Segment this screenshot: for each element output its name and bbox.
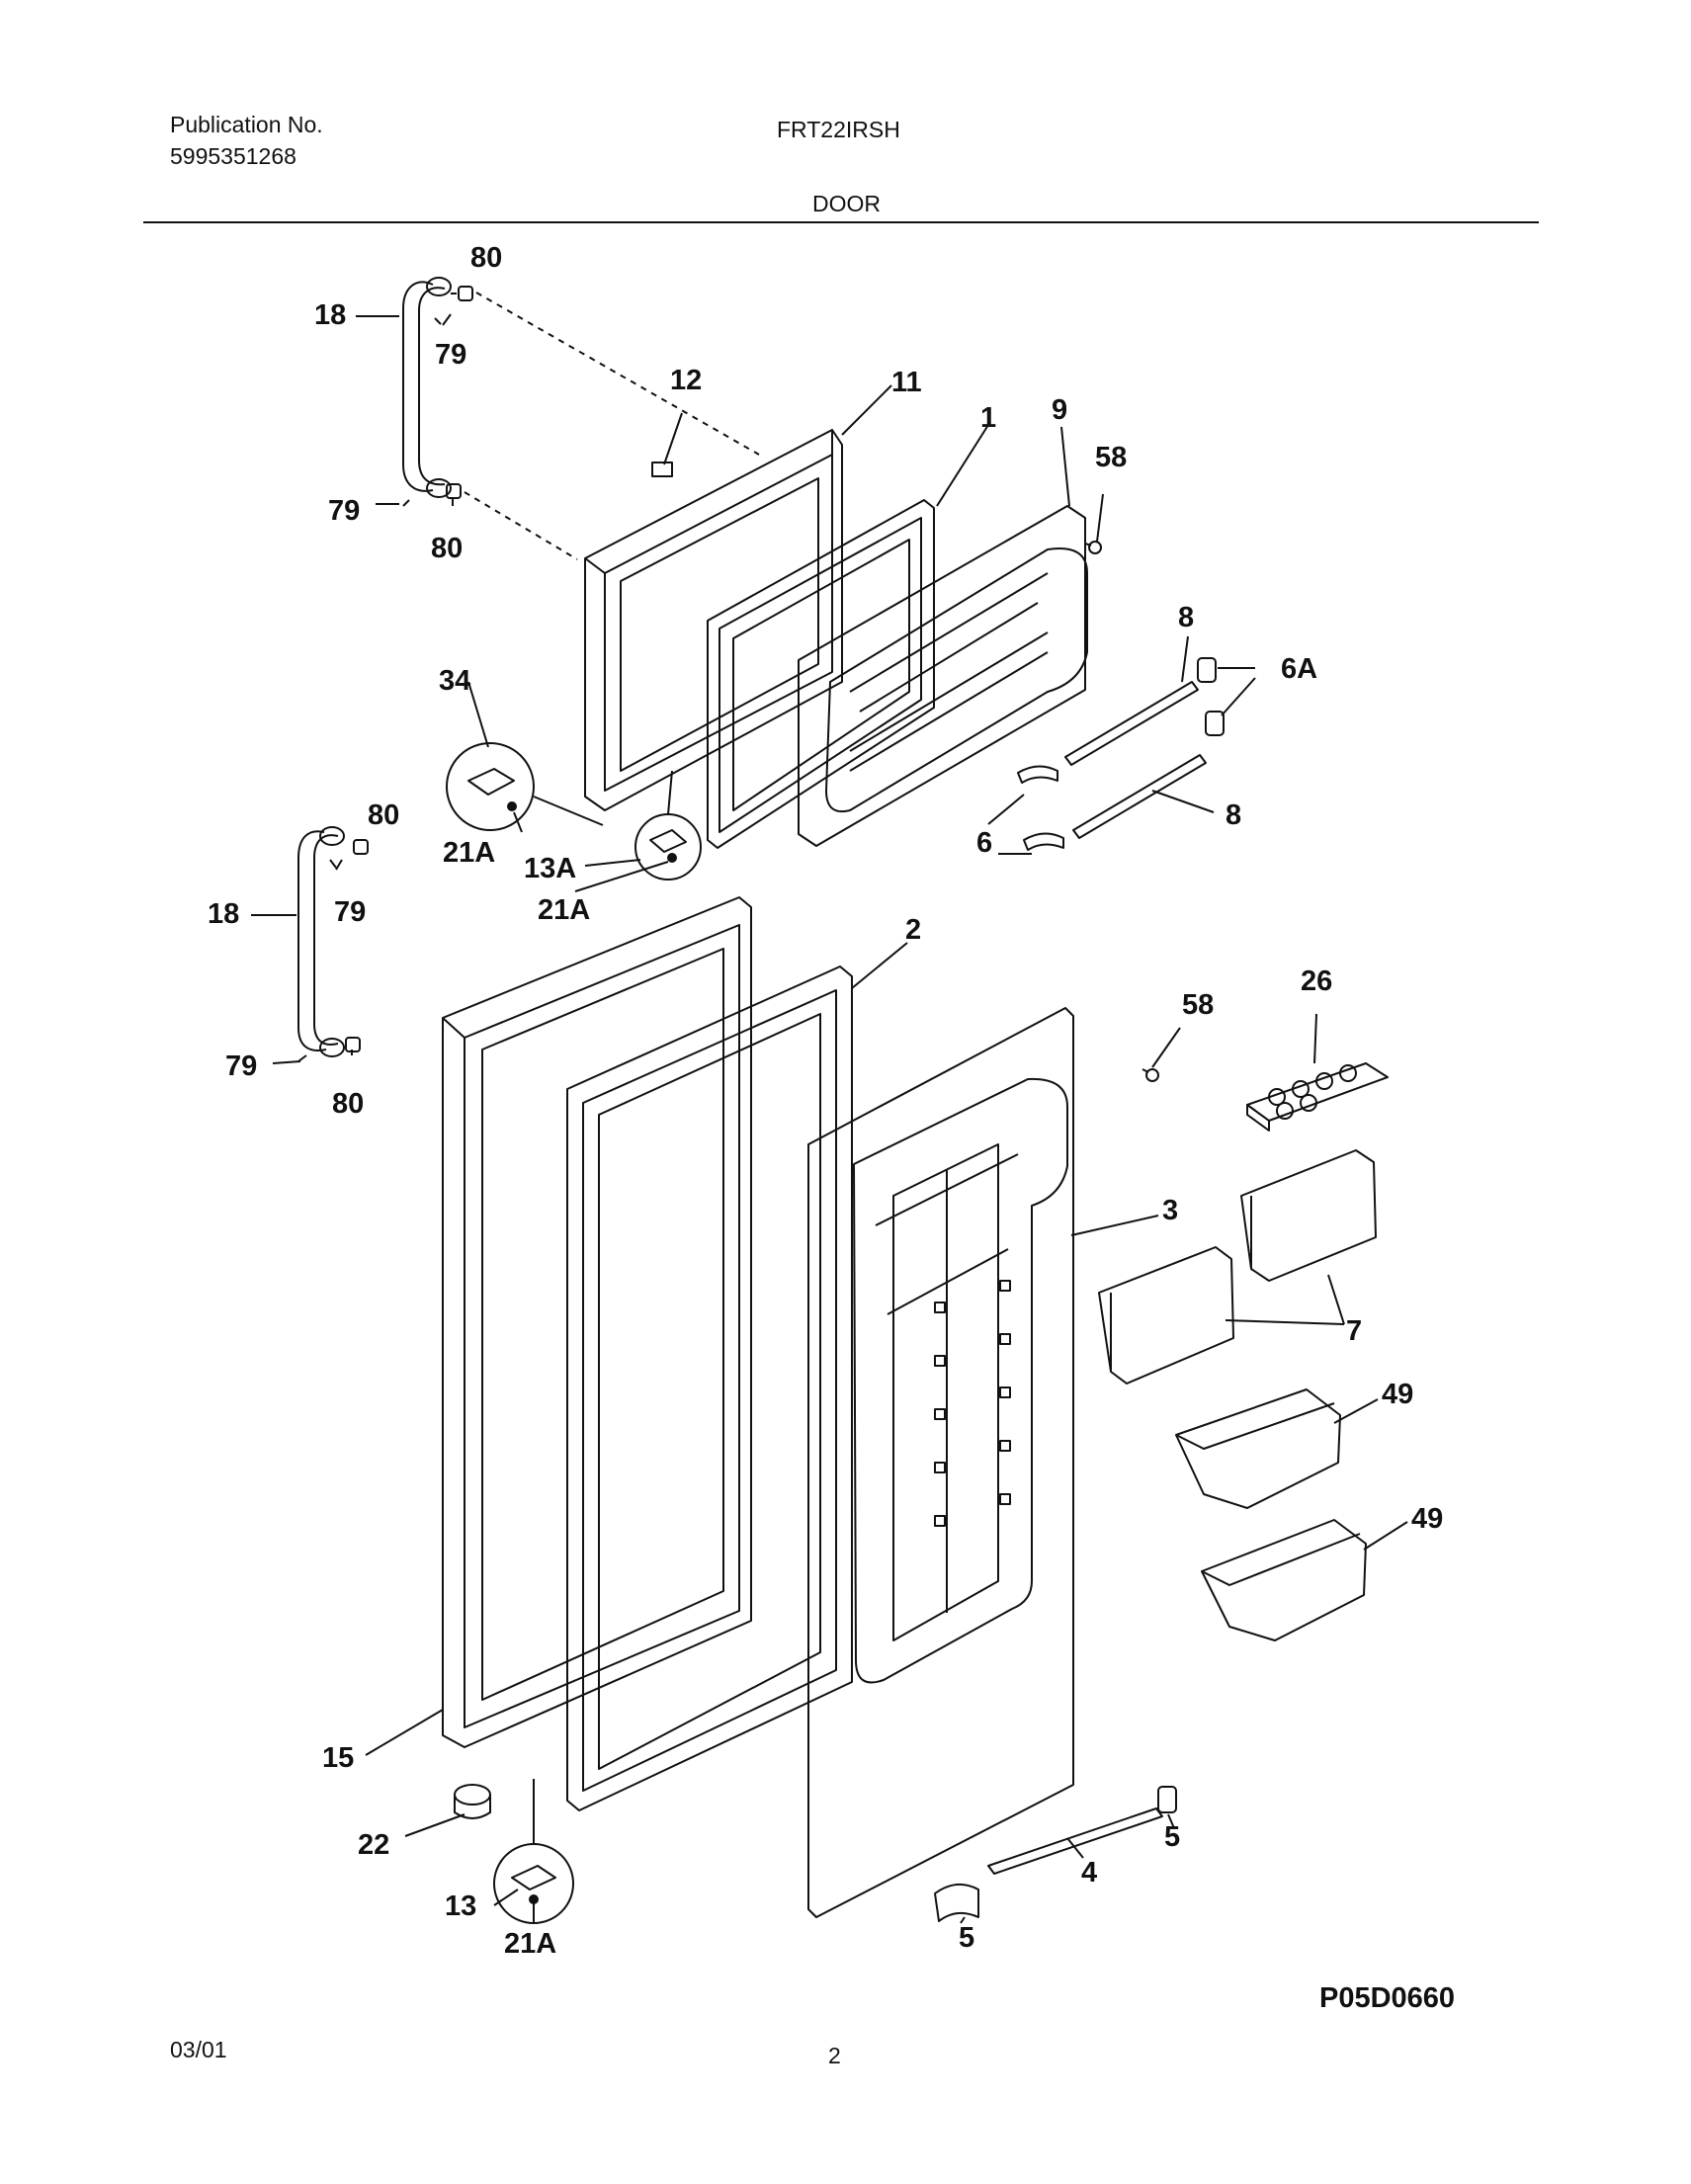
freezer-liner bbox=[798, 505, 1088, 847]
callout-21A: 21A bbox=[443, 837, 495, 869]
fresh-food-liner bbox=[807, 1007, 1074, 1918]
alignment-line bbox=[475, 292, 760, 456]
door-bin-49-upper bbox=[1175, 1388, 1341, 1509]
drawing-code: P05D0660 bbox=[1319, 1982, 1456, 2014]
fresh-food-outer-door bbox=[442, 896, 752, 1748]
callout-6A: 6A bbox=[1281, 653, 1317, 685]
footer-date: 03/01 bbox=[170, 2037, 227, 2062]
door-bin-49-lower bbox=[1201, 1519, 1367, 1641]
callout-1: 1 bbox=[980, 402, 996, 434]
callout-22: 22 bbox=[358, 1829, 389, 1861]
section-title: DOOR bbox=[812, 191, 881, 216]
upper-handle bbox=[402, 277, 452, 498]
callout-79: 79 bbox=[334, 896, 366, 928]
door-bin-upper bbox=[1240, 1149, 1377, 1282]
callout-58: 58 bbox=[1182, 989, 1214, 1021]
callout-9: 9 bbox=[1052, 394, 1067, 426]
publication-label: Publication No. bbox=[170, 112, 323, 137]
hinge-bracket-inset bbox=[446, 742, 604, 831]
liner-screw-lower bbox=[1141, 1068, 1159, 1082]
callout-79: 79 bbox=[225, 1050, 257, 1082]
fresh-food-gasket bbox=[566, 966, 853, 1811]
callout-6: 6 bbox=[976, 827, 992, 859]
lower-handle bbox=[297, 826, 345, 1057]
callout-18: 18 bbox=[208, 898, 239, 930]
callout-4: 4 bbox=[1081, 1857, 1097, 1889]
leader-lines bbox=[251, 313, 1408, 1924]
header-rule bbox=[143, 221, 1539, 223]
liner-pegs bbox=[934, 1280, 1011, 1527]
alignment-line bbox=[464, 491, 578, 560]
bottom-shelf-rail bbox=[934, 1786, 1177, 1922]
callout-13A: 13A bbox=[524, 853, 576, 884]
callout-2: 2 bbox=[905, 914, 921, 946]
hinge-13A-inset bbox=[634, 770, 702, 881]
callout-58: 58 bbox=[1095, 442, 1127, 473]
door-bin-middle bbox=[1098, 1246, 1234, 1385]
callout-79: 79 bbox=[328, 495, 360, 527]
hinge-13-inset bbox=[493, 1779, 574, 1924]
callout-18: 18 bbox=[314, 299, 346, 331]
callout-21A: 21A bbox=[504, 1928, 556, 1960]
freezer-shelf-rails bbox=[1017, 657, 1225, 851]
callout-79: 79 bbox=[435, 339, 466, 371]
callout-15: 15 bbox=[322, 1742, 354, 1774]
freezer-gasket bbox=[707, 499, 935, 849]
callout-49: 49 bbox=[1382, 1379, 1413, 1410]
page-number: 2 bbox=[828, 2043, 841, 2068]
callout-80: 80 bbox=[368, 799, 399, 831]
callout-21A: 21A bbox=[538, 894, 590, 926]
callout-5: 5 bbox=[959, 1922, 974, 1954]
upper-handle-fasteners bbox=[402, 286, 473, 507]
freezer-outer-door bbox=[584, 429, 843, 811]
callout-12: 12 bbox=[670, 365, 702, 396]
callout-26: 26 bbox=[1301, 966, 1332, 997]
egg-tray bbox=[1246, 1062, 1389, 1132]
lower-handle-fasteners bbox=[297, 839, 369, 1062]
publication-number: 5995351268 bbox=[170, 143, 296, 169]
liner-screw-upper bbox=[1084, 541, 1102, 554]
callout-7: 7 bbox=[1346, 1315, 1362, 1347]
label-plate bbox=[651, 462, 673, 477]
callout-11: 11 bbox=[891, 367, 922, 398]
callout-8: 8 bbox=[1226, 799, 1241, 831]
callout-49: 49 bbox=[1411, 1503, 1443, 1535]
callout-80: 80 bbox=[332, 1088, 364, 1120]
callout-13: 13 bbox=[445, 1890, 476, 1922]
callout-5: 5 bbox=[1164, 1821, 1180, 1853]
callout-labels: 80 79 18 79 80 12 11 1 9 58 8 6A 34 21A … bbox=[208, 242, 1443, 1960]
callout-80: 80 bbox=[470, 242, 502, 274]
callout-8: 8 bbox=[1178, 602, 1194, 633]
callout-3: 3 bbox=[1162, 1195, 1178, 1226]
callout-34: 34 bbox=[439, 665, 470, 697]
hinge-cap bbox=[454, 1784, 491, 1819]
model-number: FRT22IRSH bbox=[777, 117, 900, 142]
callout-80: 80 bbox=[431, 533, 463, 564]
